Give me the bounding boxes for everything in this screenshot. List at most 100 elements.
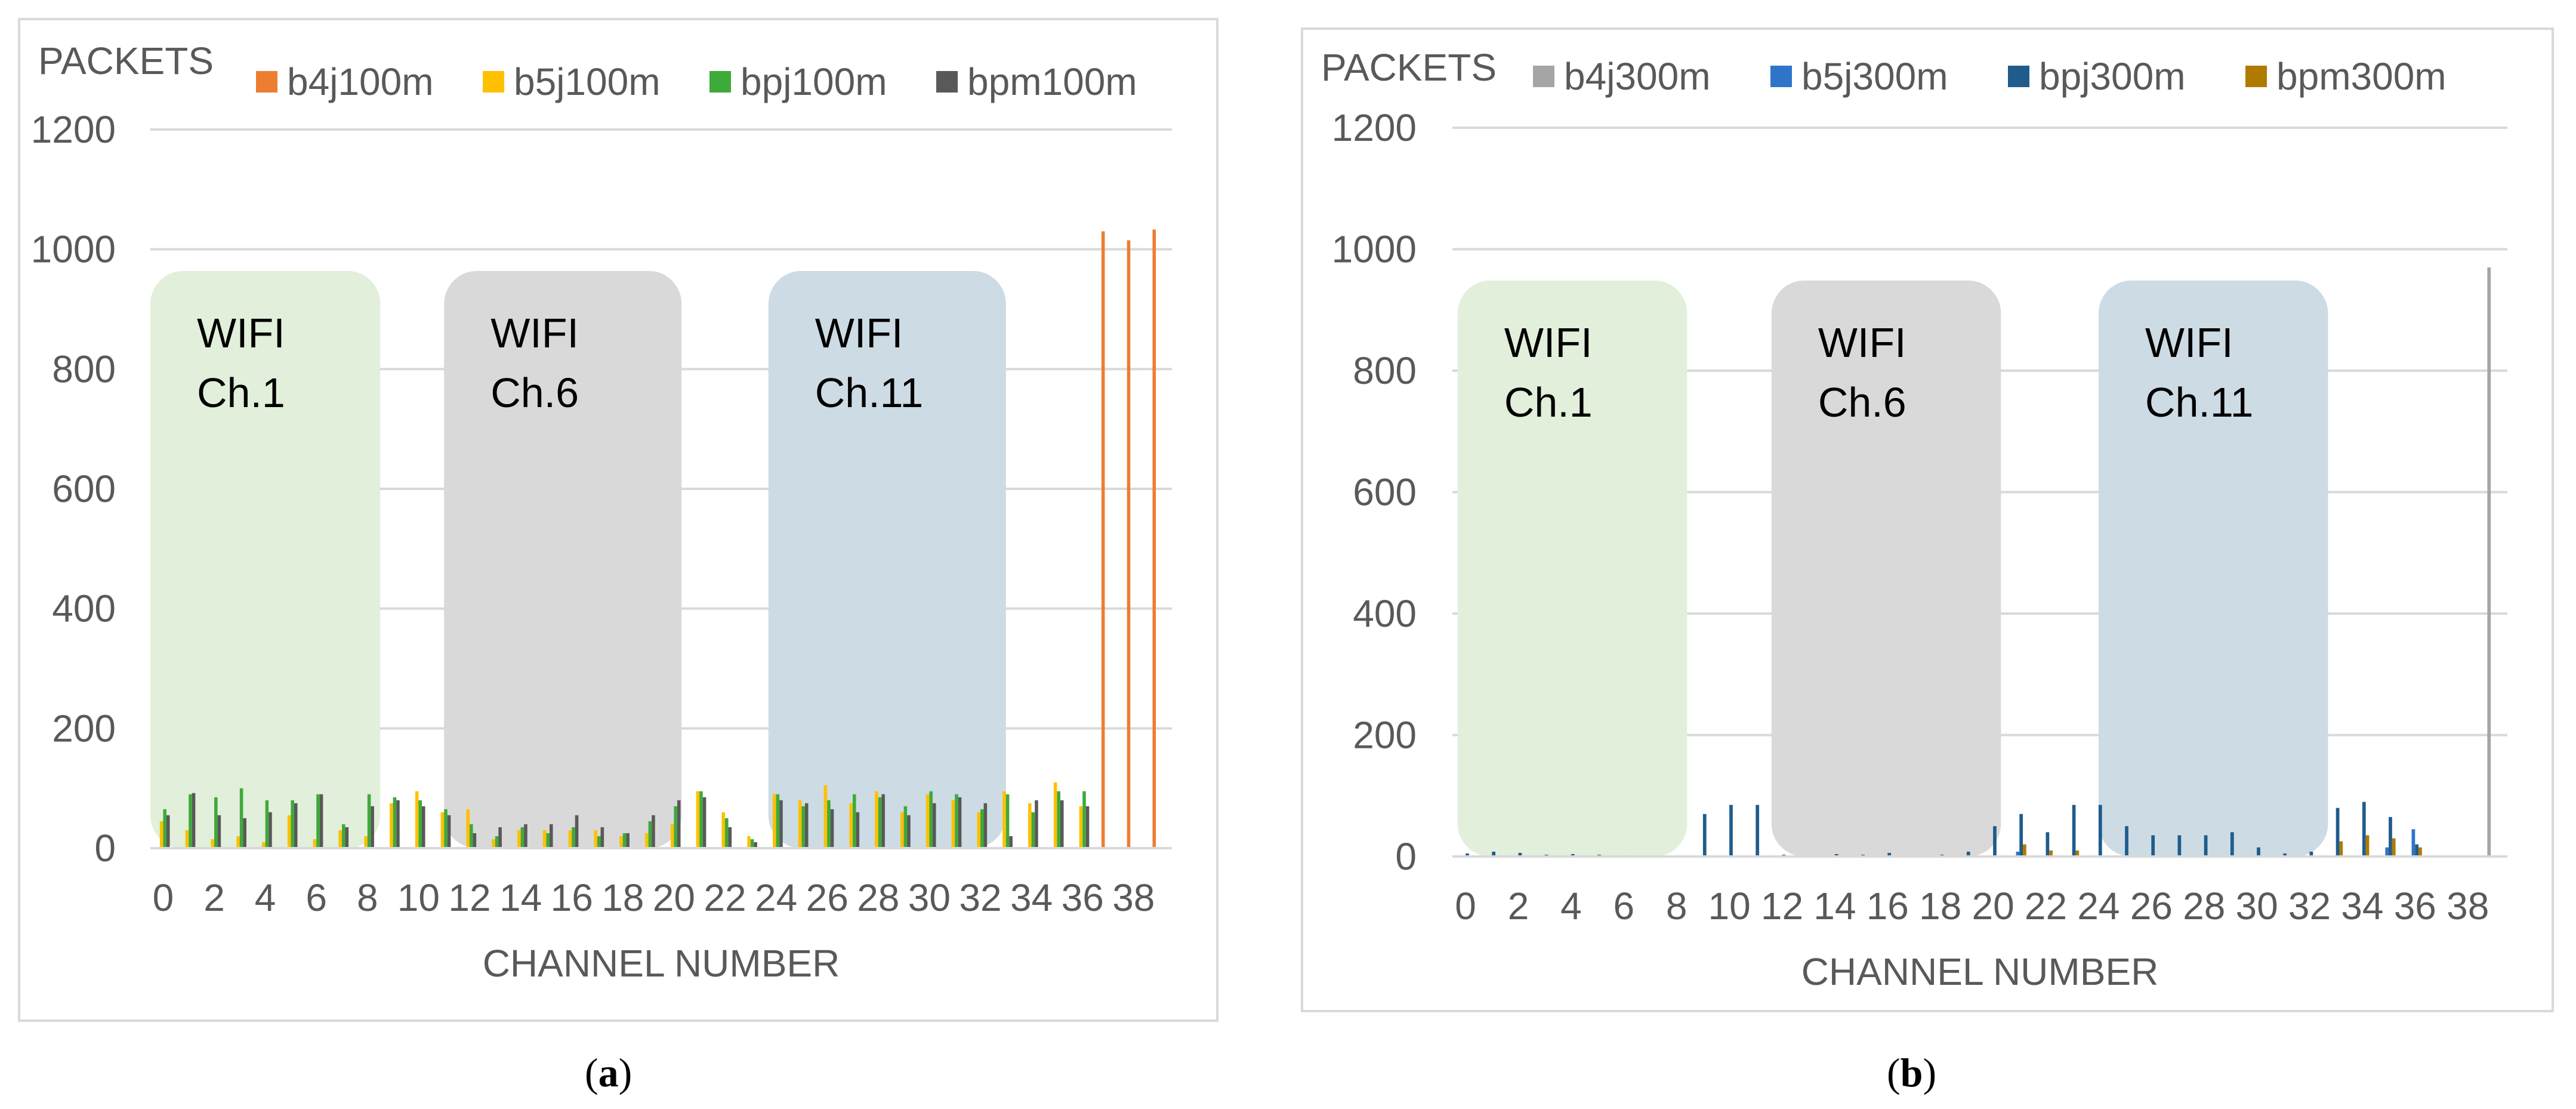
bar-bpm100m-ch31 xyxy=(958,797,962,848)
bar-b4j100m-ch38 xyxy=(1127,240,1131,848)
legend-swatch-b5j100m xyxy=(483,71,504,93)
bar-b5j100m-ch27 xyxy=(849,803,853,848)
legend-label: bpm300m xyxy=(2276,55,2447,98)
y-axis-title: PACKETS xyxy=(38,39,214,82)
x-tick-label: 14 xyxy=(499,876,542,919)
wifi-region-channel: Ch.11 xyxy=(815,369,924,416)
legend-label: b4j100m xyxy=(287,60,434,103)
x-tick-label: 24 xyxy=(2077,885,2120,928)
bar-bpj100m-ch20 xyxy=(674,806,677,848)
bar-bpj100m-ch10 xyxy=(418,800,422,848)
bar-bpj100m-ch36 xyxy=(1082,791,1086,848)
bar-bpm100m-ch21 xyxy=(702,797,707,848)
bar-b5j300m-ch35 xyxy=(2385,847,2389,857)
bar-bpm300m-ch23 xyxy=(2075,850,2080,857)
bar-bpj100m-ch16 xyxy=(572,827,575,848)
bar-b5j100m-ch10 xyxy=(415,791,419,848)
bar-bpj100m-ch22 xyxy=(725,818,729,848)
bar-bpm100m-ch15 xyxy=(549,824,553,848)
bar-bpj300m-ch9 xyxy=(1702,814,1707,857)
bar-bpm100m-ch7 xyxy=(345,827,349,848)
bar-bpj300m-ch33 xyxy=(2336,808,2340,857)
bar-bpj300m-ch20 xyxy=(1993,826,1997,857)
bar-bpm100m-ch33 xyxy=(1009,836,1013,848)
wifi-region-channel: Ch.6 xyxy=(1818,379,1906,426)
bar-bpj100m-ch8 xyxy=(367,794,371,848)
y-tick-label: 600 xyxy=(52,467,116,510)
x-tick-label: 30 xyxy=(908,876,951,919)
bar-bpj100m-ch1 xyxy=(189,794,192,848)
x-tick-label: 36 xyxy=(2394,885,2436,928)
bar-bpm100m-ch35 xyxy=(1060,800,1064,848)
bar-b5j100m-ch30 xyxy=(925,794,930,848)
legend-swatch-bpm100m xyxy=(936,71,958,93)
bar-b5j100m-ch1 xyxy=(185,830,189,848)
bar-b5j100m-ch35 xyxy=(1053,782,1057,848)
bar-b5j100m-ch8 xyxy=(364,836,368,848)
bar-b5j100m-ch26 xyxy=(823,785,828,848)
x-tick-label: 24 xyxy=(755,876,797,919)
x-tick-label: 0 xyxy=(1455,885,1476,928)
x-tick-label: 28 xyxy=(857,876,899,919)
y-tick-label: 1200 xyxy=(1332,106,1417,149)
bar-bpj100m-ch0 xyxy=(163,809,166,848)
bar-b5j100m-ch17 xyxy=(594,830,597,848)
bar-bpj300m-ch19 xyxy=(1966,851,1970,857)
bar-bpm300m-ch34 xyxy=(2365,835,2370,857)
legend-label: b4j300m xyxy=(1564,55,1711,98)
bar-bpm100m-ch24 xyxy=(779,800,783,848)
bar-bpj100m-ch32 xyxy=(980,809,984,848)
bar-b4j100m-ch39 xyxy=(1152,229,1156,849)
bar-bpj300m-ch22 xyxy=(2046,832,2050,857)
legend-label: b5j300m xyxy=(1801,55,1948,98)
bar-bpm100m-ch32 xyxy=(983,803,988,848)
bar-b5j100m-ch22 xyxy=(721,812,725,848)
bar-b4j300m-ch39 xyxy=(2487,267,2491,857)
y-tick-label: 1000 xyxy=(1332,228,1417,271)
bar-b5j100m-ch34 xyxy=(1028,803,1032,848)
x-tick-label: 12 xyxy=(1761,885,1803,928)
bar-b5j100m-ch11 xyxy=(440,812,445,848)
bar-bpm100m-ch36 xyxy=(1085,806,1090,848)
bar-bpj100m-ch6 xyxy=(316,794,320,848)
legend-swatch-b4j300m xyxy=(1533,66,1554,87)
legend-swatch-bpj100m xyxy=(709,71,731,93)
bar-b5j100m-ch36 xyxy=(1079,806,1083,848)
x-tick-label: 2 xyxy=(1508,885,1529,928)
chart-a-svg: WIFICh.1WIFICh.6WIFICh.11020040060080010… xyxy=(31,39,1172,985)
bar-b5j100m-ch6 xyxy=(313,839,317,848)
x-tick-label: 38 xyxy=(2447,885,2489,928)
bar-bpj300m-ch0 xyxy=(1466,853,1469,857)
bar-b5j100m-ch19 xyxy=(645,833,649,848)
wifi-region-3 xyxy=(2098,281,2328,857)
x-tick-label: 16 xyxy=(551,876,593,919)
x-tick-label: 32 xyxy=(959,876,1001,919)
bar-b5j100m-ch2 xyxy=(211,839,214,848)
bar-bpm100m-ch14 xyxy=(524,824,527,848)
bar-bpm100m-ch18 xyxy=(626,833,630,848)
bar-b5j100m-ch3 xyxy=(236,836,240,848)
bar-b5j100m-ch18 xyxy=(619,836,623,848)
bar-bpm100m-ch3 xyxy=(243,818,246,848)
bar-bpm300m-ch21 xyxy=(2023,844,2026,857)
legend-label: bpj100m xyxy=(741,60,887,103)
wifi-region-3 xyxy=(768,271,1006,848)
y-tick-label: 200 xyxy=(1353,714,1417,757)
bar-b4j100m-ch37 xyxy=(1101,231,1105,849)
bar-bpm100m-ch34 xyxy=(1035,800,1038,848)
wifi-region-label: WIFI xyxy=(1504,319,1593,366)
wifi-region-channel: Ch.11 xyxy=(2145,379,2254,426)
x-tick-label: 4 xyxy=(1560,885,1582,928)
y-tick-label: 400 xyxy=(52,587,116,630)
bar-bpj100m-ch27 xyxy=(853,794,856,848)
bar-bpm100m-ch8 xyxy=(371,806,374,848)
y-tick-label: 800 xyxy=(1353,349,1417,392)
x-tick-label: 20 xyxy=(1972,885,2014,928)
bar-bpj100m-ch19 xyxy=(648,821,652,848)
bar-bpm300m-ch36 xyxy=(2418,847,2422,857)
bar-bpj100m-ch5 xyxy=(291,800,294,848)
y-tick-label: 1200 xyxy=(31,108,116,151)
x-tick-label: 26 xyxy=(806,876,849,919)
bar-bpj300m-ch24 xyxy=(2098,805,2102,857)
